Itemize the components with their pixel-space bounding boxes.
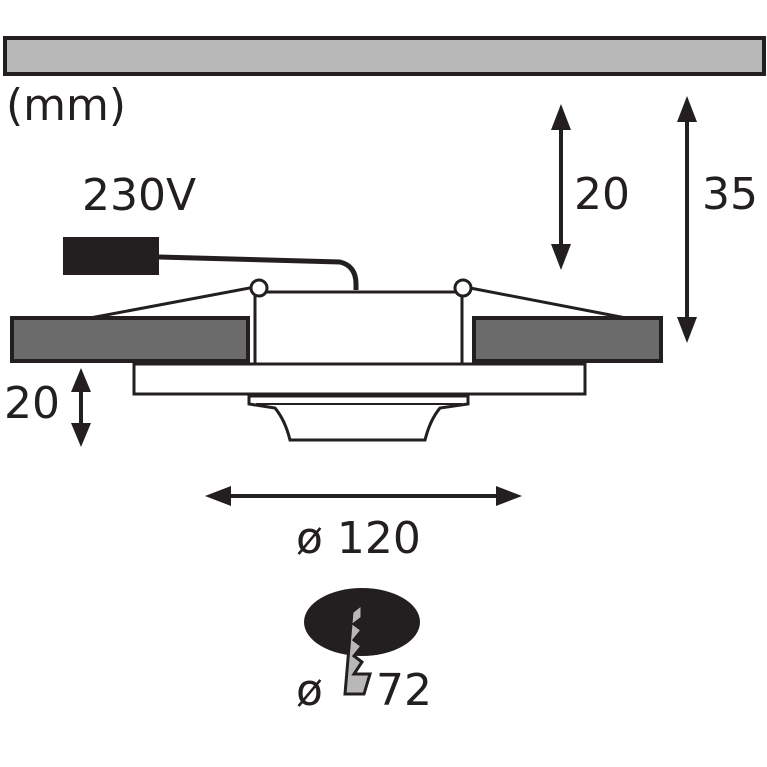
trim-ring: [132, 362, 587, 396]
diameter-arrow-120: [205, 486, 522, 506]
cutout-hole-icon: [304, 588, 420, 656]
height-arrow-20: [71, 368, 91, 447]
depth-arrow-35: [677, 96, 697, 343]
spring-clip-pivot-right: [453, 278, 473, 298]
height-label-20: 20: [4, 378, 60, 429]
mounting-housing: [89, 278, 627, 364]
unit-label: (mm): [6, 80, 126, 131]
ceiling-panel-right: [472, 316, 663, 363]
spring-clip-pivot-left: [249, 278, 269, 298]
depth-arrow-20: [551, 104, 571, 270]
depth-label-20: 20: [574, 169, 630, 220]
ceiling-panel-left: [10, 316, 250, 363]
power-connector-box: [63, 237, 159, 275]
saw-blade-icon: [343, 600, 373, 696]
power-cable: [158, 254, 359, 290]
lamp-body: [247, 394, 470, 442]
depth-label-35: 35: [702, 169, 758, 220]
cutout-diameter-symbol: ø: [296, 665, 323, 716]
ceiling-slab: [3, 36, 766, 76]
voltage-label: 230V: [82, 170, 196, 221]
diameter-label-120: ø 120: [296, 513, 421, 564]
cutout-diameter-label: 72: [376, 665, 432, 716]
